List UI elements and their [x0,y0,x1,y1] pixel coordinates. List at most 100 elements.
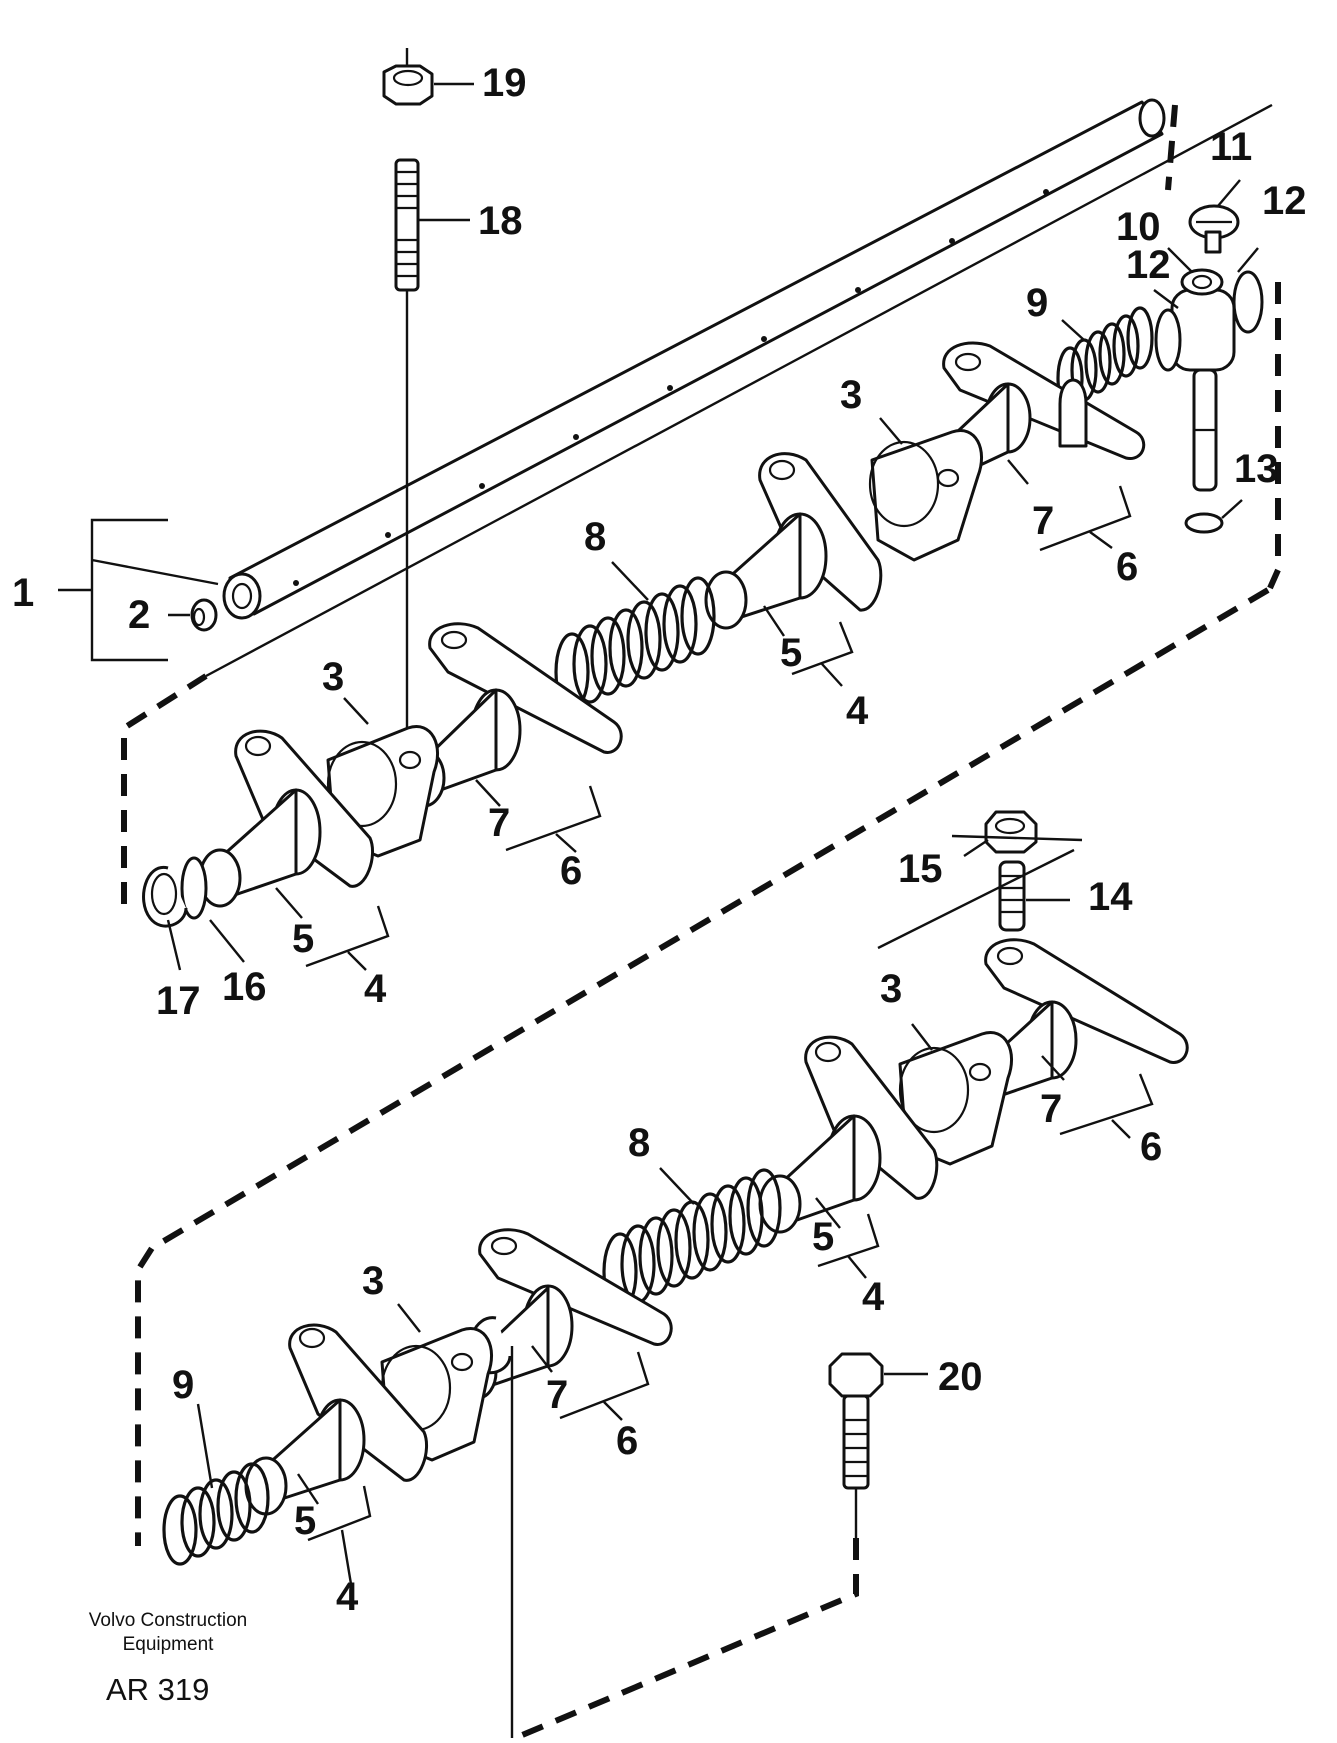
brand-name-line2: Equipment [123,1634,215,1655]
callout-5-upper: 5 [780,631,802,675]
spring-part-9-lower [162,1462,270,1566]
bushing-part-5-b [198,788,322,908]
callout-12-left: 12 [1126,243,1171,287]
leader-9a [1061,319,1085,341]
callout-17: 17 [156,979,201,1023]
leader-17 [166,919,182,971]
callout-18: 18 [478,199,523,243]
bracket-4c [817,1213,880,1279]
leader-10 [1167,247,1193,273]
rocker-arm-part-6-b [428,622,623,754]
bushing-part-5-d [244,1398,366,1516]
bracket-part-1 [58,518,219,662]
upper-connector-line [205,103,1273,678]
callout-7-lower-left: 7 [546,1373,568,1417]
callout-3-lower-right: 3 [880,967,902,1011]
callout-16: 16 [222,965,267,1009]
figure-code: AR 319 [106,1672,209,1707]
rocker-shaft [222,98,1166,620]
lower-guide-line-a [877,848,1075,950]
screw-part-11 [1188,179,1241,254]
bolt-part-20 [828,1352,928,1538]
callout-4-lower: 4 [862,1275,885,1319]
bracket-6a [1039,485,1132,552]
callout-5-lower: 5 [812,1215,834,1259]
leader-3a [879,417,903,445]
leader-5c [815,1197,841,1229]
brand-name-line1: Volvo Construction [89,1610,247,1631]
callout-labels: 19 18 11 12 10 12 9 13 3 7 6 8 1 2 5 4 3… [12,61,1307,1619]
leader-9b [196,1403,214,1489]
leader-3d [397,1303,421,1333]
leader-12b [1237,247,1259,273]
leader-7a [1007,459,1029,485]
rocker-arm-part-6-c [984,938,1189,1064]
callout-6-upper-right: 6 [1116,545,1138,589]
callout-5-lower-left: 5 [294,1499,316,1543]
callout-3-lower-left: 3 [362,1259,384,1303]
callout-9-upper: 9 [1026,281,1048,325]
callout-3-upper-left: 3 [322,655,344,699]
leader-12a [1153,289,1179,309]
nut-part-19 [382,48,474,106]
washer-part-16 [180,856,208,920]
rocker-arm-part-4-c [804,1035,939,1200]
footer: Volvo Construction Equipment AR 319 [89,1610,247,1707]
callout-7-upper-right: 7 [1032,499,1054,543]
circlip-part-17 [142,865,188,928]
leader-3c [911,1023,933,1051]
leader-5a [763,605,785,637]
callout-6-upper-left: 6 [560,849,582,893]
lower-dashed-border [135,587,1270,1739]
callout-11: 11 [1210,125,1252,169]
callout-5-upper-left: 5 [292,917,314,961]
nut-part-15 [963,810,1038,857]
callout-3-upper-right: 3 [840,373,862,417]
oring-part-13 [1184,499,1243,534]
leader-5d [297,1473,319,1505]
leader-7c [1041,1055,1065,1081]
rocker-arm-part-6-a [942,341,1146,460]
callout-10: 10 [1116,205,1161,249]
screw-part-14 [998,860,1070,932]
callout-6-lower-right: 6 [1140,1125,1162,1169]
leader-3b [343,697,369,725]
bracket-part-3-c [898,1031,1013,1166]
rocker-arm-part-4-d [288,1323,429,1482]
upper-dashed-border [121,282,1281,904]
callout-6-lower-left: 6 [616,1419,638,1463]
callout-1: 1 [12,571,34,615]
callout-20: 20 [938,1355,983,1399]
leader-7d [531,1345,553,1373]
callout-13: 13 [1234,447,1279,491]
end-bracket-part-10 [1154,268,1264,492]
spring-part-8-upper [554,576,716,712]
bushing-part-5-a [704,512,828,630]
stud-part-18 [394,158,470,748]
leader-7b [475,779,501,807]
plug-part-2 [168,598,218,632]
callout-2: 2 [128,593,150,637]
callout-8-lower: 8 [628,1121,650,1165]
rocker-arm-part-6-d [478,1228,673,1346]
bracket-4d [307,1485,372,1591]
leader-8b [659,1167,695,1205]
bracket-6d [559,1351,650,1421]
bracket-6b [505,785,602,853]
callout-15: 15 [898,847,943,891]
callout-7-upper-left: 7 [488,801,510,845]
shaft-oil-holes [293,189,1049,586]
bracket-6c [1059,1073,1154,1139]
spring-part-8-lower [602,1168,782,1312]
callout-7-lower-right: 7 [1040,1087,1062,1131]
callout-12-right: 12 [1262,179,1307,223]
bracket-4a [791,621,854,687]
callout-14: 14 [1088,875,1133,919]
shaft-dashed-end [1165,104,1178,191]
callout-4-upper-left: 4 [364,967,387,1011]
callout-8-upper: 8 [584,515,606,559]
callout-19: 19 [482,61,527,105]
callout-9-lower: 9 [172,1363,194,1407]
callout-4-upper: 4 [846,689,869,733]
